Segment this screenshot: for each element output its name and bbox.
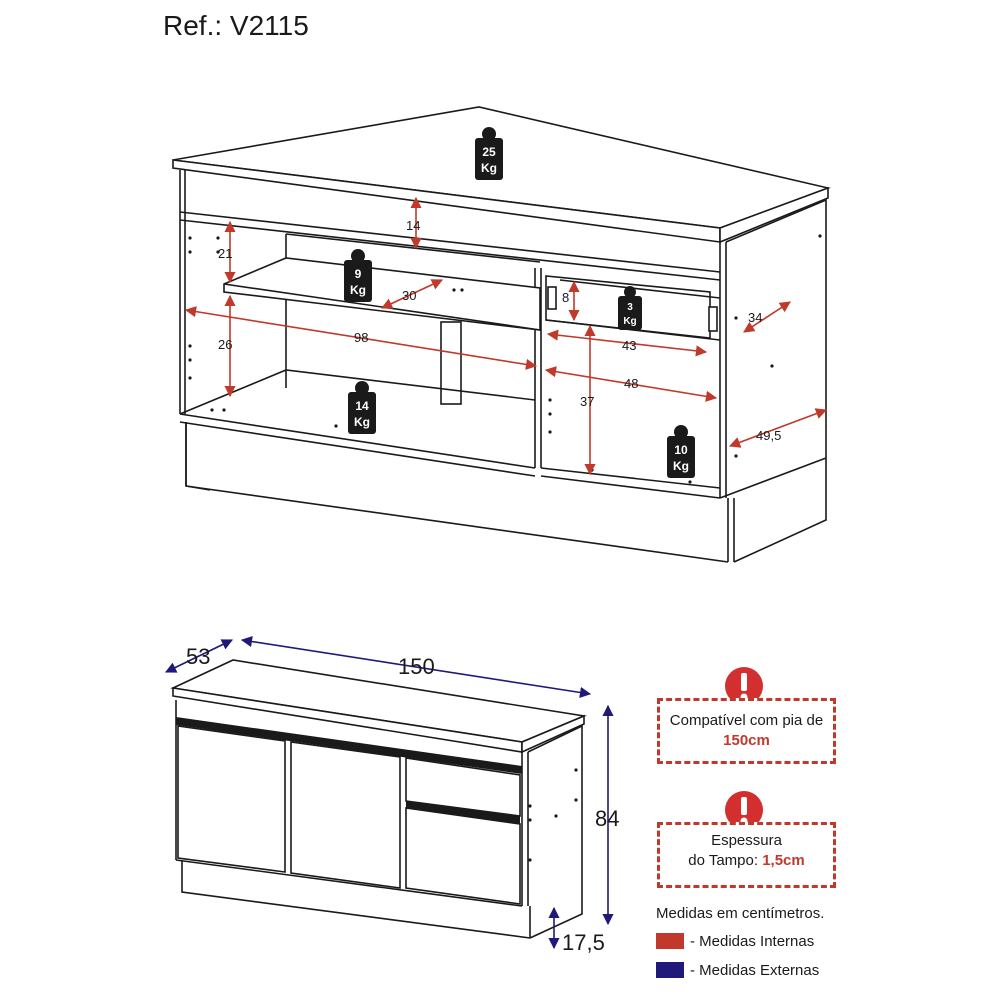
dim-37: 37	[580, 394, 594, 409]
reference-title: Ref.: V2115	[163, 10, 309, 41]
dim-width-150: 150	[398, 654, 435, 679]
external-dimension-labels: 53 150 84 17,5	[186, 644, 619, 955]
svg-text:Kg: Kg	[350, 283, 366, 297]
weight-tag-drawer: 3 Kg	[618, 286, 642, 330]
warning-icon	[725, 791, 763, 829]
dim-height-84: 84	[595, 806, 619, 831]
legend-swatch-external	[656, 962, 684, 978]
dim-49-5: 49,5	[756, 428, 781, 443]
weight-tag-bottom: 14 Kg	[348, 381, 376, 434]
weight-tag-shelf: 9 Kg	[344, 249, 372, 302]
note-line-2: do Tampo: 1,5cm	[660, 851, 833, 871]
dim-48: 48	[624, 376, 638, 391]
dim-43: 43	[622, 338, 636, 353]
note-line-2-text: do Tampo:	[688, 852, 759, 869]
svg-text:25: 25	[482, 145, 496, 159]
weight-tag-top: 25 Kg	[475, 127, 503, 180]
warning-icon	[725, 667, 763, 705]
dim-30: 30	[402, 288, 416, 303]
sink-compatibility-note: Compatível com pia de 150cm	[657, 698, 836, 764]
legend-title: Medidas em centímetros.	[656, 905, 825, 922]
external-dimension-lines	[164, 636, 614, 950]
legend-external: - Medidas Externas	[656, 962, 819, 979]
legend-swatch-internal	[656, 933, 684, 949]
dim-8: 8	[562, 290, 569, 305]
svg-text:Kg: Kg	[673, 459, 689, 473]
note-line: Compatível com pia de	[669, 712, 824, 729]
svg-text:14: 14	[355, 399, 369, 413]
svg-text:Kg: Kg	[623, 316, 636, 327]
note-line: Espessura	[711, 832, 782, 849]
note-highlight: 150cm	[723, 732, 770, 749]
svg-text:Kg: Kg	[354, 415, 370, 429]
closed-cabinet-holes	[528, 768, 578, 862]
legend-internal: - Medidas Internas	[656, 933, 814, 950]
weight-tags: 25 Kg 9 Kg 3 Kg 14 Kg 10 Kg	[344, 127, 695, 478]
dim-depth-53: 53	[186, 644, 210, 669]
dim-34: 34	[748, 310, 762, 325]
internal-dimension-lines	[184, 196, 828, 476]
legend-external-label: - Medidas Externas	[690, 962, 820, 979]
dim-14: 14	[406, 218, 420, 233]
dim-98: 98	[354, 330, 368, 345]
dim-26: 26	[218, 337, 232, 352]
dim-base-17-5: 17,5	[562, 930, 605, 955]
legend-internal-label: - Medidas Internas	[690, 933, 815, 950]
note-highlight: 1,5cm	[762, 852, 805, 869]
weight-tag-right: 10 Kg	[667, 425, 695, 478]
svg-text:10: 10	[674, 443, 688, 457]
internal-dimension-labels: 14 21 26 98 30 8 43 48 37 34 49,5	[218, 218, 781, 443]
svg-text:3: 3	[627, 302, 633, 313]
svg-text:Kg: Kg	[481, 161, 497, 175]
countertop-thickness-note: Espessura do Tampo: 1,5cm	[657, 822, 836, 888]
svg-text:9: 9	[355, 267, 362, 281]
closed-cabinet-view	[170, 659, 587, 939]
dim-21: 21	[218, 246, 232, 261]
